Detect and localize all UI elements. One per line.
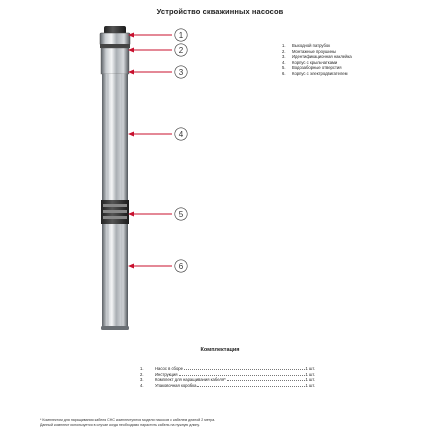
callout-4: 4 — [128, 127, 188, 141]
callout-number: 6 — [179, 262, 184, 271]
motor-housing — [102, 224, 128, 328]
callout-number: 2 — [179, 46, 184, 55]
mounting-lugs — [99, 32, 131, 46]
callout-number: 3 — [179, 68, 184, 77]
callout-2: 2 — [128, 43, 188, 57]
callout-number: 1 — [179, 31, 184, 40]
identification-label — [100, 47, 130, 75]
legend-item: 1.Выходной патрубок — [282, 43, 331, 48]
impeller-housing — [102, 74, 128, 200]
kit-title: Комплектация — [200, 347, 240, 353]
callout-number: 4 — [179, 130, 184, 139]
callout-1: 1 — [128, 28, 188, 42]
legend-item: 5.Водозаборные отверстия — [282, 65, 342, 71]
parts-legend: 1.Выходной патрубок 2.Монтажные проушины… — [282, 43, 432, 77]
footnote: * Комплектом для наращивания кабеля СНС … — [40, 418, 400, 428]
legend-item: 6.Корпус с электродвигателем — [282, 70, 348, 76]
legend-item: 2.Монтажные проушины — [282, 48, 336, 54]
legend-item: 3.Идентификационная наклейка — [282, 54, 352, 60]
page-title: Устройство скважинных насосов — [156, 7, 284, 16]
footnote-line: * Комплектом для наращивания кабеля СНС … — [40, 418, 216, 422]
callout-number: 5 — [179, 210, 184, 219]
legend-item: 4.Корпус с крыльчатками — [282, 59, 338, 65]
outlet-cap — [104, 26, 126, 34]
callout-3: 3 — [128, 65, 188, 79]
kit-item: 3.Комплект для наращивания кабеля*1 шт. — [140, 377, 315, 383]
callout-6: 6 — [128, 259, 188, 273]
footnote-line: Данный комплект используется в случае ко… — [40, 423, 200, 428]
callout-5: 5 — [128, 207, 188, 221]
